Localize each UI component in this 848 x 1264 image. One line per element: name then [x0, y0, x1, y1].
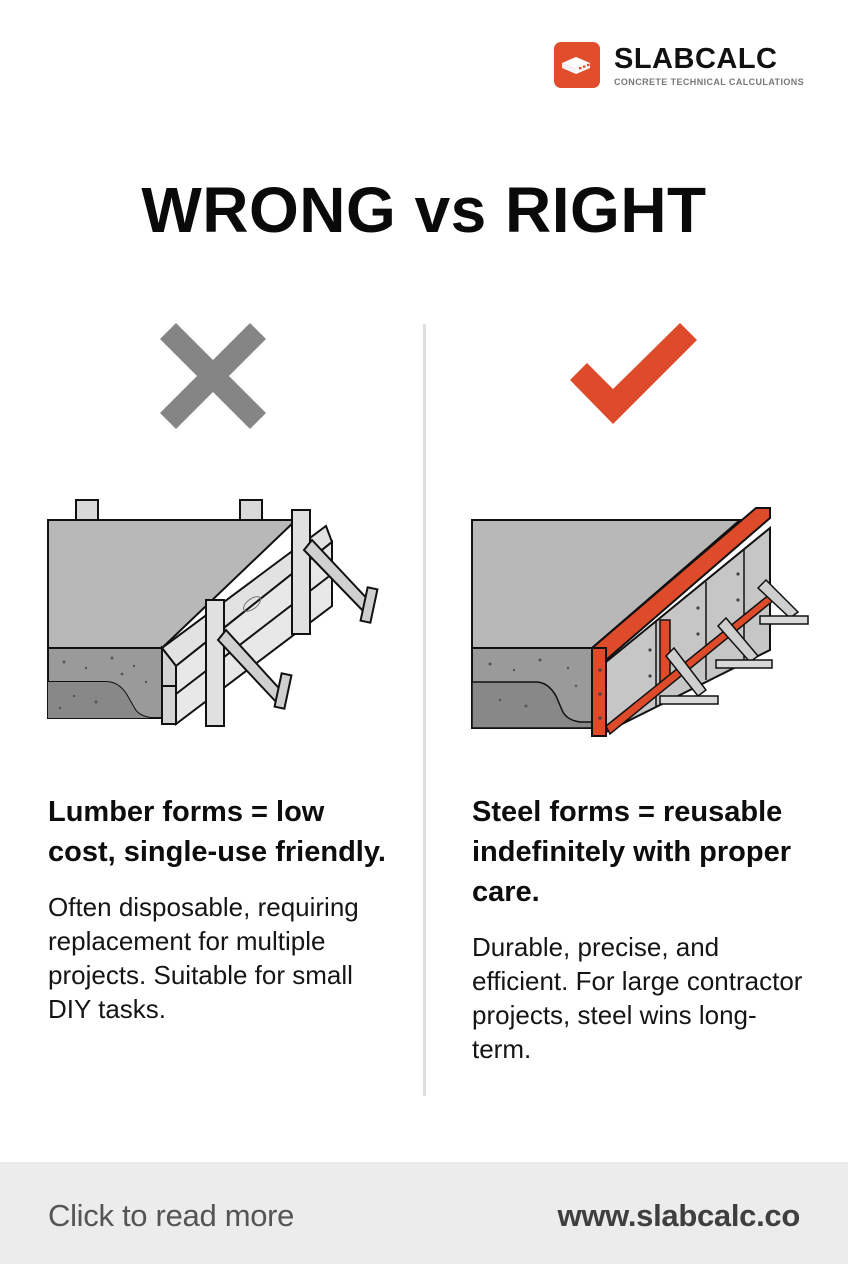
read-more-link[interactable]: Click to read more — [48, 1198, 295, 1233]
wrong-option-panel: Lumber forms = low cost, single-use frie… — [48, 792, 388, 1026]
column-divider — [423, 324, 426, 1096]
brand-tagline: CONCRETE TECHNICAL CALCULATIONS — [614, 76, 805, 87]
right-option-description: Durable, precise, and efficient. For lar… — [472, 932, 803, 1064]
brand-name: SLABCALC — [614, 42, 778, 75]
page-title: WRONG vs RIGHT — [141, 174, 707, 246]
wrong-option-description: Often disposable, requiring replacement … — [48, 892, 359, 1024]
brand-logo: SLABCALC CONCRETE TECHNICAL CALCULATIONS — [554, 42, 804, 88]
concrete-slab-icon — [562, 57, 590, 74]
lumber-formwork-illustration — [47, 499, 379, 727]
steel-formwork-illustration — [471, 507, 809, 737]
check-mark-icon — [570, 323, 697, 424]
footer-bar: Click to read more www.slabcalc.co — [0, 1162, 848, 1264]
logo-badge — [554, 42, 600, 88]
x-mark-icon — [160, 323, 266, 429]
wrong-option-heading: Lumber forms = low cost, single-use frie… — [48, 796, 386, 868]
right-option-panel: Steel forms = reusable indefinitely with… — [472, 792, 812, 1066]
website-link[interactable]: www.slabcalc.co — [557, 1198, 801, 1233]
right-option-heading: Steel forms = reusable indefinitely with… — [472, 796, 792, 908]
